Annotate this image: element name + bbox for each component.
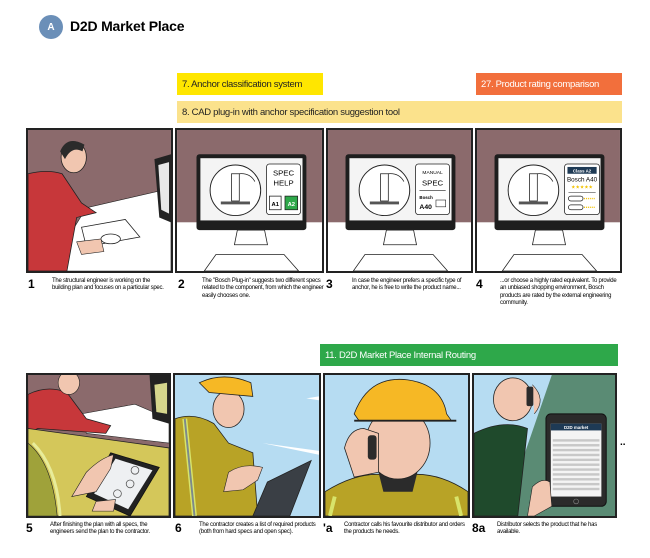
panel-7a-illustration (323, 373, 470, 518)
panel-number-2: 2 (178, 277, 185, 291)
engineer-at-desk-illustration (28, 130, 171, 271)
panel-4-illustration: Class A2 Bosch A40 ★★★★★ (475, 128, 622, 273)
panel-caption-1: The structural engineer is working on th… (52, 278, 164, 292)
tablet-plan-illustration (28, 375, 169, 516)
label-cad-plugin: 8. CAD plug-in with anchor specification… (177, 101, 622, 123)
panel-8a-illustration: D2D market (472, 373, 617, 518)
screen-line2: SPEC (422, 178, 444, 187)
screen-line1: MANUAL (422, 170, 443, 176)
keyboard-icon (435, 199, 446, 208)
panel-caption-7a: Contractor calls his favourite distribut… (344, 522, 465, 536)
screen-line2: HELP (273, 178, 293, 187)
continuation-marker: .. (620, 437, 626, 448)
app-title: D2D market (564, 425, 589, 430)
panel-5-illustration (26, 373, 171, 518)
label-internal-routing: 11. D2D Market Place Internal Routing (320, 344, 618, 366)
phone-icon (367, 435, 377, 460)
monitor-spec-help-illustration: SPEC HELP A1 A2 (177, 130, 322, 271)
screen-line1: SPEC (273, 169, 295, 178)
panel-number-6: 6 (175, 521, 182, 535)
label-anchor-classification: 7. Anchor classification system (177, 73, 323, 95)
screen-product: Bosch A40 (567, 177, 598, 184)
alt-product-pill-1 (568, 195, 584, 202)
label-product-rating: 27. Product rating comparison (476, 73, 622, 95)
panel-caption-3: In case the engineer prefers a specific … (352, 278, 462, 292)
panel-number-1: 1 (28, 277, 35, 291)
panel-caption-6: The contractor creates a list of require… (199, 522, 316, 536)
contractor-tablet-illustration (175, 375, 319, 516)
distributor-tablet-illustration: D2D market (474, 375, 615, 516)
panel-caption-5: After finishing the plan with all specs,… (50, 522, 150, 536)
page-title: D2D Market Place (70, 18, 185, 34)
panel-number-3: 3 (326, 277, 333, 291)
panel-caption-8a: Distributor selects the product that he … (497, 522, 597, 536)
screen-class-label: Class A2 (573, 168, 592, 173)
screen-brand: Bosch (419, 195, 433, 200)
panel-caption-4: ...or choose a highly rated equivalent. … (500, 278, 617, 306)
panel-number-7a: 'a (323, 521, 333, 535)
panel-number-4: 4 (476, 277, 483, 291)
alt-product-pill-2 (568, 204, 584, 211)
option-a1: A1 (272, 202, 280, 208)
panel-caption-2: The "Bosch Plug-in" suggests two differe… (202, 278, 324, 299)
panel-6-illustration (173, 373, 321, 518)
monitor-product-rating-illustration: Class A2 Bosch A40 ★★★★★ (477, 130, 620, 271)
panel-3-illustration: MANUAL SPEC Bosch A40 (326, 128, 473, 273)
monitor-manual-spec-illustration: MANUAL SPEC Bosch A40 (328, 130, 471, 271)
panel-number-5: 5 (26, 521, 33, 535)
panel-2-illustration: SPEC HELP A1 A2 (175, 128, 324, 273)
section-badge: A (39, 15, 63, 39)
contractor-phone-call-illustration (325, 375, 468, 516)
phone-icon (526, 386, 534, 407)
panel-1-illustration (26, 128, 173, 273)
screen-product: A40 (419, 204, 432, 211)
star-rating: ★★★★★ (571, 184, 593, 190)
option-a2: A2 (288, 202, 296, 208)
panel-number-8a: 8a (472, 521, 486, 535)
